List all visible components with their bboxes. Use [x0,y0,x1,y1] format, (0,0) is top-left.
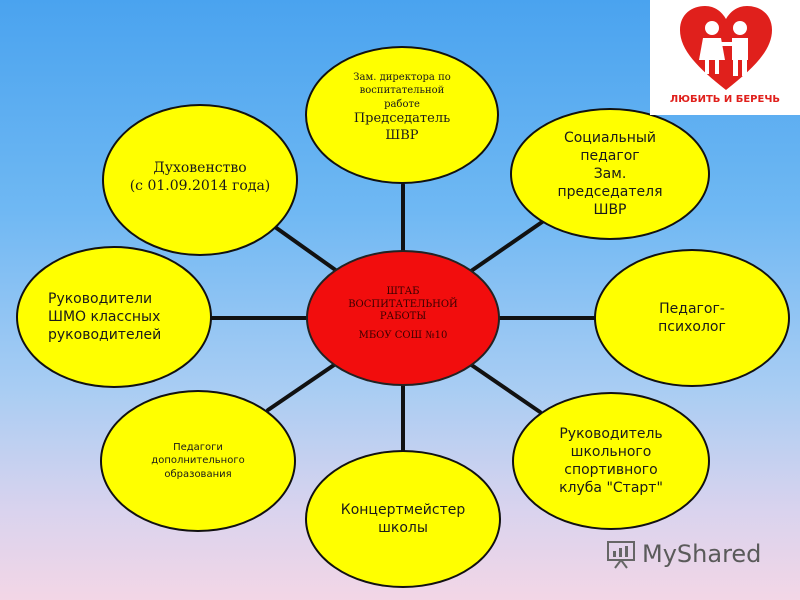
node-text: психолог [658,319,726,335]
node-text: ШВР [593,202,627,219]
node-text: Педагог- [659,300,725,317]
node-deputy-director: Зам. директора по воспитательной работе … [305,46,499,184]
node-text: ШВР [385,128,419,144]
center-text: МБОУ СОШ №10 [358,329,448,341]
center-node-headquarters: ШТАБ ВОСПИТАТЕЛЬНОЙ РАБОТЫ МБОУ СОШ №10 [306,250,500,386]
node-text: Социальный [563,129,657,146]
node-text: Руководители [48,290,153,307]
center-text: ШТАБ [386,286,420,297]
heart-children-icon [680,6,772,90]
node-text: Концертмейстер [340,501,466,518]
watermark: MyShared [606,536,761,572]
node-text: дополнительного [151,455,245,467]
node-class-teachers-heads: Руководители ШМО классных руководителей [16,246,212,388]
node-text: Председатель [353,111,451,127]
node-text: Зам. [593,165,627,182]
node-text: Руководитель [559,425,663,442]
node-text: Педагоги [173,441,223,453]
node-text: Духовенство [153,159,247,176]
node-text: педагог [580,147,640,164]
node-accompanist: Концертмейстер школы [305,450,501,588]
logo: ЛЮБИТЬ И БЕРЕЧЬ [650,0,800,115]
node-text: образования [164,468,232,480]
node-text: руководителей [48,327,162,344]
center-text: ВОСПИТАТЕЛЬНОЙ [348,298,458,310]
logo-text: ЛЮБИТЬ И БЕРЕЧЬ [669,94,781,105]
center-text: РАБОТЫ [379,311,427,322]
node-text: школьного [570,443,652,460]
node-psychologist: Педагог- психолог [594,249,790,387]
node-additional-education: Педагоги дополнительного образования [100,390,296,532]
node-text: спортивного [564,462,658,478]
node-text: школы [378,520,428,536]
node-text: воспитательной [359,85,445,97]
node-text: (с 01.09.2014 года) [129,178,271,194]
node-text: клуба "Старт" [559,480,663,497]
node-text: работе [384,98,420,110]
node-sports-club: Руководитель школьного спортивного клуба… [512,392,710,530]
node-text: председателя [557,184,663,201]
node-clergy: Духовенство (с 01.09.2014 года) [102,104,298,256]
node-social-pedagogue: Социальный педагог Зам. председателя ШВР [510,108,710,240]
node-text: ШМО классных [48,308,161,325]
watermark-text: MyShared [642,540,762,568]
node-text: Зам. директора по [353,71,451,83]
presentation-board-icon [607,541,635,569]
